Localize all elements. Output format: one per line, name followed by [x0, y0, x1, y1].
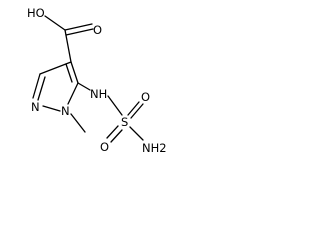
- bond-sulfur-nh2: [129, 126, 144, 141]
- atom-sulfonamide-nh2: NH2: [142, 141, 167, 155]
- atom-carboxyl-o: O: [93, 23, 102, 37]
- bond-c5-c4: [70, 61, 79, 84]
- bond-c4-carboxyl-carbon: [64, 29, 72, 63]
- atom-amine-nh: NH: [90, 87, 107, 101]
- bond-carboxyl-carbon-o: [64, 23, 93, 31]
- bond-c5-c4-double: [65, 63, 73, 83]
- bond-n1-methyl: [70, 113, 86, 133]
- atom-ring-n2: N: [31, 100, 40, 114]
- molecule-structure: HO O N N NH S O O NH2: [27, 6, 167, 155]
- atom-sulfonyl-o-bottom: O: [100, 140, 109, 154]
- bonds: [32, 15, 144, 143]
- bond-n1-c5: [67, 82, 79, 105]
- bond-n2-n1: [42, 105, 61, 112]
- bond-c3-n2-double: [37, 76, 46, 101]
- bond-sulfur-o-top-double: [130, 103, 144, 119]
- atom-ring-n1: N: [61, 104, 70, 118]
- bond-c5-nh: [77, 82, 91, 91]
- bond-sulfur-o-bottom-double: [110, 129, 123, 143]
- atom-labels: HO O N N NH S O O NH2: [27, 6, 167, 155]
- atom-sulfonyl-o-top: O: [141, 90, 150, 104]
- atom-carboxyl-oh: HO: [27, 6, 45, 20]
- bond-oh-carboxyl-carbon: [44, 15, 66, 31]
- bond-sulfur-o-bottom: [106, 125, 119, 139]
- atom-sulfur: S: [121, 115, 128, 129]
- bond-c3-n2: [32, 73, 41, 99]
- bond-carboxyl-carbon-o-double: [65, 28, 94, 36]
- bond-sulfur-o-top: [127, 101, 140, 116]
- bond-nh-sulfur: [107, 95, 123, 116]
